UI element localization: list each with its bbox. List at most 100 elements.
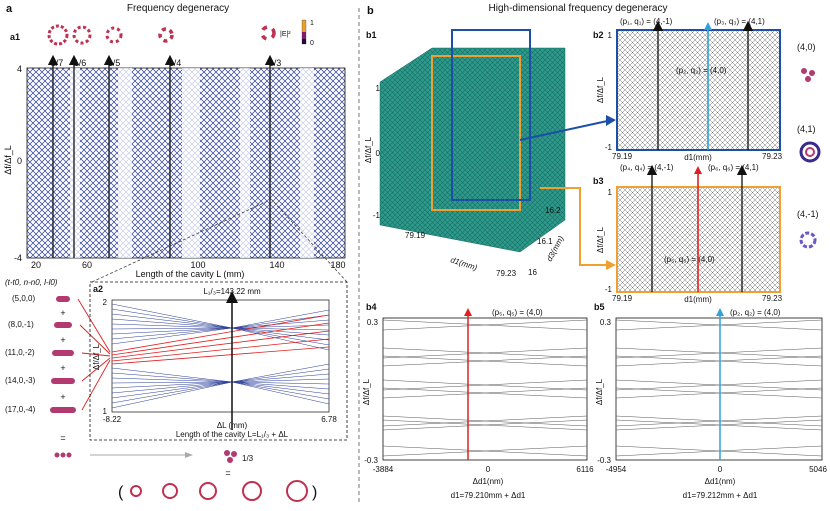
side-thumb-4-0 bbox=[801, 68, 815, 82]
b4-label: b4 bbox=[366, 302, 377, 312]
mode-beam-4 bbox=[51, 378, 75, 384]
a2-fan-line bbox=[231, 381, 330, 400]
b5-mode-line bbox=[615, 419, 823, 431]
b4-xtick-left: -3884 bbox=[373, 465, 394, 474]
b2-xtick-right: 79.23 bbox=[762, 152, 783, 161]
a1-marker-arrows bbox=[47, 54, 276, 258]
b5-mode-line bbox=[615, 347, 823, 359]
mode-thumb-3 bbox=[105, 26, 123, 44]
b2-xtick-left: 79.19 bbox=[612, 152, 633, 161]
a2-red-line bbox=[111, 330, 330, 359]
plus-1: + bbox=[60, 308, 65, 318]
b5-xtick-left: -4954 bbox=[606, 465, 627, 474]
a2-fan-line bbox=[111, 381, 233, 394]
b3-xtick-left: 79.19 bbox=[612, 294, 633, 303]
a2-fan-line bbox=[231, 381, 330, 395]
mode-beam-1 bbox=[56, 296, 70, 302]
mode-label-2: (8,0,-1) bbox=[8, 320, 34, 329]
b5-arrow-head bbox=[716, 308, 724, 316]
b5-ann: (p₂, q₂) = (4,0) bbox=[730, 308, 781, 317]
a2-footer: Length of the cavity L=L₁/₃ + ΔL bbox=[176, 430, 289, 439]
b4-lines bbox=[382, 319, 588, 457]
b4-mode-line bbox=[382, 319, 588, 331]
a2-fan-line bbox=[111, 381, 233, 409]
a2-xtick-left: -8.22 bbox=[103, 415, 122, 424]
mode-thumb-4 bbox=[158, 27, 174, 43]
b5-mode-line bbox=[615, 387, 823, 399]
b2-ytick-1: 1 bbox=[608, 31, 613, 40]
a2-fan-line bbox=[231, 368, 330, 383]
svg-text:): ) bbox=[312, 484, 317, 501]
b4-mode-line bbox=[382, 415, 588, 427]
colorbar-max: 1 bbox=[310, 20, 314, 27]
b4-mode-line bbox=[382, 419, 588, 431]
marker-label-1-4: 1/4 bbox=[169, 58, 182, 68]
b1-d1-tick-right: 79.23 bbox=[496, 269, 517, 278]
b5-xtick-right: 5046 bbox=[809, 465, 827, 474]
b4-mode-line bbox=[382, 445, 588, 457]
b5-mode-line bbox=[615, 379, 823, 391]
a2-fan-line bbox=[111, 303, 233, 329]
b4-ann: (p₅, q₅) = (4,0) bbox=[492, 308, 543, 317]
mode-red-arrows bbox=[77, 298, 111, 411]
a2-fan-line bbox=[231, 327, 330, 351]
b4-footer: d1=79.210mm + Δd1 bbox=[451, 491, 526, 500]
ratio-label: 1/3 bbox=[242, 454, 254, 463]
panel-b-title: High-dimensional frequency degeneracy bbox=[489, 3, 668, 14]
b3-ytick-m1: -1 bbox=[605, 285, 613, 294]
b5-mode-line bbox=[615, 445, 823, 457]
a2-fan-line bbox=[111, 381, 233, 404]
a2-red-line bbox=[111, 322, 330, 356]
a1-xtick-60: 60 bbox=[82, 260, 92, 270]
b5-lines bbox=[615, 319, 823, 457]
a2-fan-line bbox=[111, 381, 233, 389]
b5-label: b5 bbox=[594, 302, 605, 312]
b4-xtick-right: 6116 bbox=[576, 465, 594, 474]
a2-label: a2 bbox=[93, 284, 103, 294]
b1-d3-tick-2: 16.1 bbox=[537, 237, 553, 246]
a1-ytick-mid: 0 bbox=[17, 156, 22, 166]
a1-ytick-top: 4 bbox=[17, 64, 22, 74]
a1-xtick-100: 100 bbox=[190, 260, 205, 270]
a2-fan-line bbox=[231, 314, 330, 329]
a2-fan-line bbox=[111, 313, 233, 329]
a2-dashed-frame bbox=[89, 281, 348, 441]
b2-ann-2: (p₂, q₂) = (4,0) bbox=[676, 66, 727, 75]
marker-label-1-3: 1/3 bbox=[269, 58, 282, 68]
marker-label-1-6: 1/6 bbox=[74, 58, 87, 68]
b3-xlabel: d1(mm) bbox=[684, 295, 712, 304]
b1-orange-arrowhead bbox=[606, 260, 616, 270]
b1-3d-stack bbox=[379, 29, 566, 253]
panel-a-title: Frequency degeneracy bbox=[127, 3, 229, 14]
a1-xlabel: Length of the cavity L (mm) bbox=[136, 269, 245, 279]
plus-4: + bbox=[60, 392, 65, 402]
mode-thumb-1 bbox=[47, 24, 69, 46]
mode-label-5: (17,0,-4) bbox=[5, 405, 36, 414]
mode-pattern-thumbnails bbox=[47, 24, 276, 46]
side-label-4-1: (4,1) bbox=[797, 124, 816, 134]
colorbar: 1 |E|² 0 bbox=[280, 19, 314, 47]
a2-fan-line bbox=[111, 367, 233, 383]
b1-d3-tick-3: 16 bbox=[528, 268, 537, 277]
mode-beam-2 bbox=[54, 322, 72, 328]
side-label-4-m1: (4,-1) bbox=[797, 209, 819, 219]
b1-d1-label: d1(mm) bbox=[449, 255, 478, 272]
a2-red-line bbox=[111, 338, 330, 362]
b1-d1-tick-left: 79.19 bbox=[405, 231, 426, 240]
mode-label-4: (14,0,-3) bbox=[5, 376, 36, 385]
a2-ytick-1: 1 bbox=[103, 407, 108, 416]
equals-b: = bbox=[225, 468, 230, 478]
b2-ytick-m1: -1 bbox=[605, 143, 613, 152]
a1-ytick-bot: -4 bbox=[14, 253, 22, 263]
a2-fan-line bbox=[231, 381, 330, 385]
b2-plot-area bbox=[616, 29, 781, 151]
a2-ytick-2: 2 bbox=[103, 298, 108, 307]
a2-fan-line bbox=[231, 327, 330, 346]
b5-mode-line bbox=[615, 355, 823, 367]
a2-fan-line bbox=[111, 377, 233, 383]
b2-arrow-2-head bbox=[704, 22, 712, 30]
a1-xtick-20: 20 bbox=[31, 260, 41, 270]
b1-blue-arrowhead bbox=[606, 115, 616, 126]
b3-ylabel: Δf/Δf_L bbox=[596, 226, 605, 253]
b1-ylabel: Δf/Δf_L bbox=[364, 136, 373, 163]
